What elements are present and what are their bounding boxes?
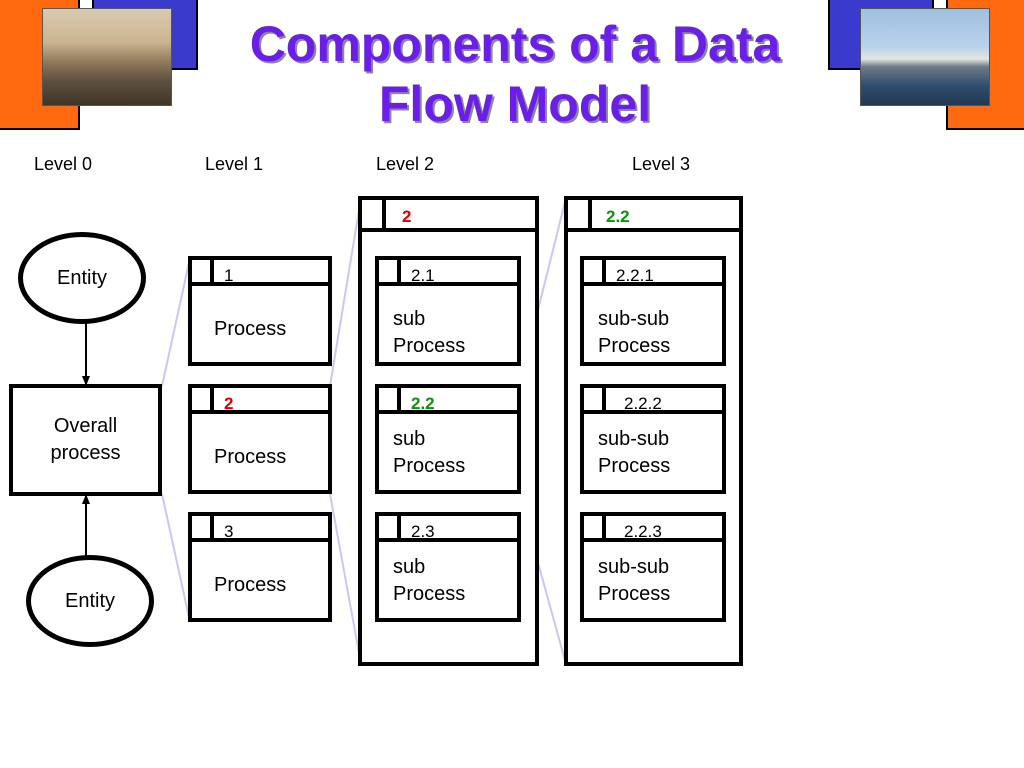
header-divider [192, 282, 328, 286]
process-label: Process [214, 574, 287, 596]
sub-process-box-2-1: 2.1 sub Process [375, 256, 521, 366]
sub-sub-process-box-2-2-1: 2.2.1 sub-sub Process [580, 256, 726, 366]
zoom-line [329, 197, 362, 387]
header-tab [602, 260, 606, 282]
header-divider [379, 282, 517, 286]
process-number: 3 [224, 522, 234, 541]
process-label: sub-sub Process [598, 556, 671, 605]
entity-top: Entity [18, 232, 146, 324]
level-3-label: Level 3 [632, 154, 691, 174]
header-tab [382, 200, 386, 228]
header-divider [584, 538, 722, 542]
header-divider [568, 228, 739, 232]
process-label: sub-sub Process [598, 428, 671, 477]
process-number: 2.3 [411, 522, 435, 541]
header-tab [397, 516, 401, 538]
header-tab [602, 516, 606, 538]
overall-process-box: Overall process [9, 384, 162, 496]
process-box-3: 3 Process [188, 512, 332, 622]
process-label: sub Process [393, 428, 466, 477]
process-label: sub-sub Process [598, 308, 671, 357]
header-divider [192, 410, 328, 414]
zoom-line [161, 257, 191, 387]
header-tab [602, 388, 606, 410]
arrowhead [82, 494, 90, 504]
entity-label: Entity [64, 589, 116, 612]
office-photo [42, 8, 172, 106]
process-number: 2.2.3 [624, 522, 662, 541]
header-divider [584, 410, 722, 414]
entity-bottom: Entity [26, 555, 154, 647]
process-box-2: 2 Process [188, 384, 332, 494]
header-divider [379, 410, 517, 414]
header-tab [397, 388, 401, 410]
level-2-label: Level 2 [376, 154, 435, 174]
process-number: 2.2.2 [624, 394, 662, 413]
sub-process-box-2-2: 2.2 sub Process [375, 384, 521, 494]
header-divider [379, 538, 517, 542]
header-divider [362, 228, 535, 232]
header-tab [588, 200, 592, 228]
header-divider [192, 538, 328, 542]
process-number: 1 [224, 266, 234, 285]
harbor-photo [860, 8, 990, 106]
overall-process-label: Overall process [50, 415, 121, 464]
header-tab [210, 260, 214, 282]
sub-sub-process-box-2-2-3: 2.2.3 sub-sub Process [580, 512, 726, 622]
process-label: sub Process [393, 556, 466, 605]
level-0-label: Level 0 [34, 154, 93, 174]
process-number: 2.2 [411, 394, 435, 413]
page-title: Components of a Data Flow Model [249, 16, 781, 132]
arrowhead [82, 376, 90, 386]
entity-label: Entity [56, 266, 108, 289]
zoom-line [329, 493, 362, 665]
sub-sub-process-box-2-2-2: 2.2.2 sub-sub Process [580, 384, 726, 494]
sub-process-box-2-3: 2.3 sub Process [375, 512, 521, 622]
process-label: sub Process [393, 308, 466, 357]
process-label: Process [214, 446, 287, 468]
process-label: Process [214, 318, 287, 340]
process-number: 2 [224, 394, 234, 413]
process-number: 2.2.1 [616, 266, 654, 285]
container-number: 2 [402, 207, 412, 226]
zoom-line [161, 493, 191, 623]
container-number: 2.2 [606, 207, 630, 226]
header-tab [210, 516, 214, 538]
level-1-label: Level 1 [205, 154, 264, 174]
process-number: 2.1 [411, 266, 435, 285]
process-box-1: 1 Process [188, 256, 332, 366]
header-divider [584, 282, 722, 286]
header-tab [397, 260, 401, 282]
header-tab [210, 388, 214, 410]
